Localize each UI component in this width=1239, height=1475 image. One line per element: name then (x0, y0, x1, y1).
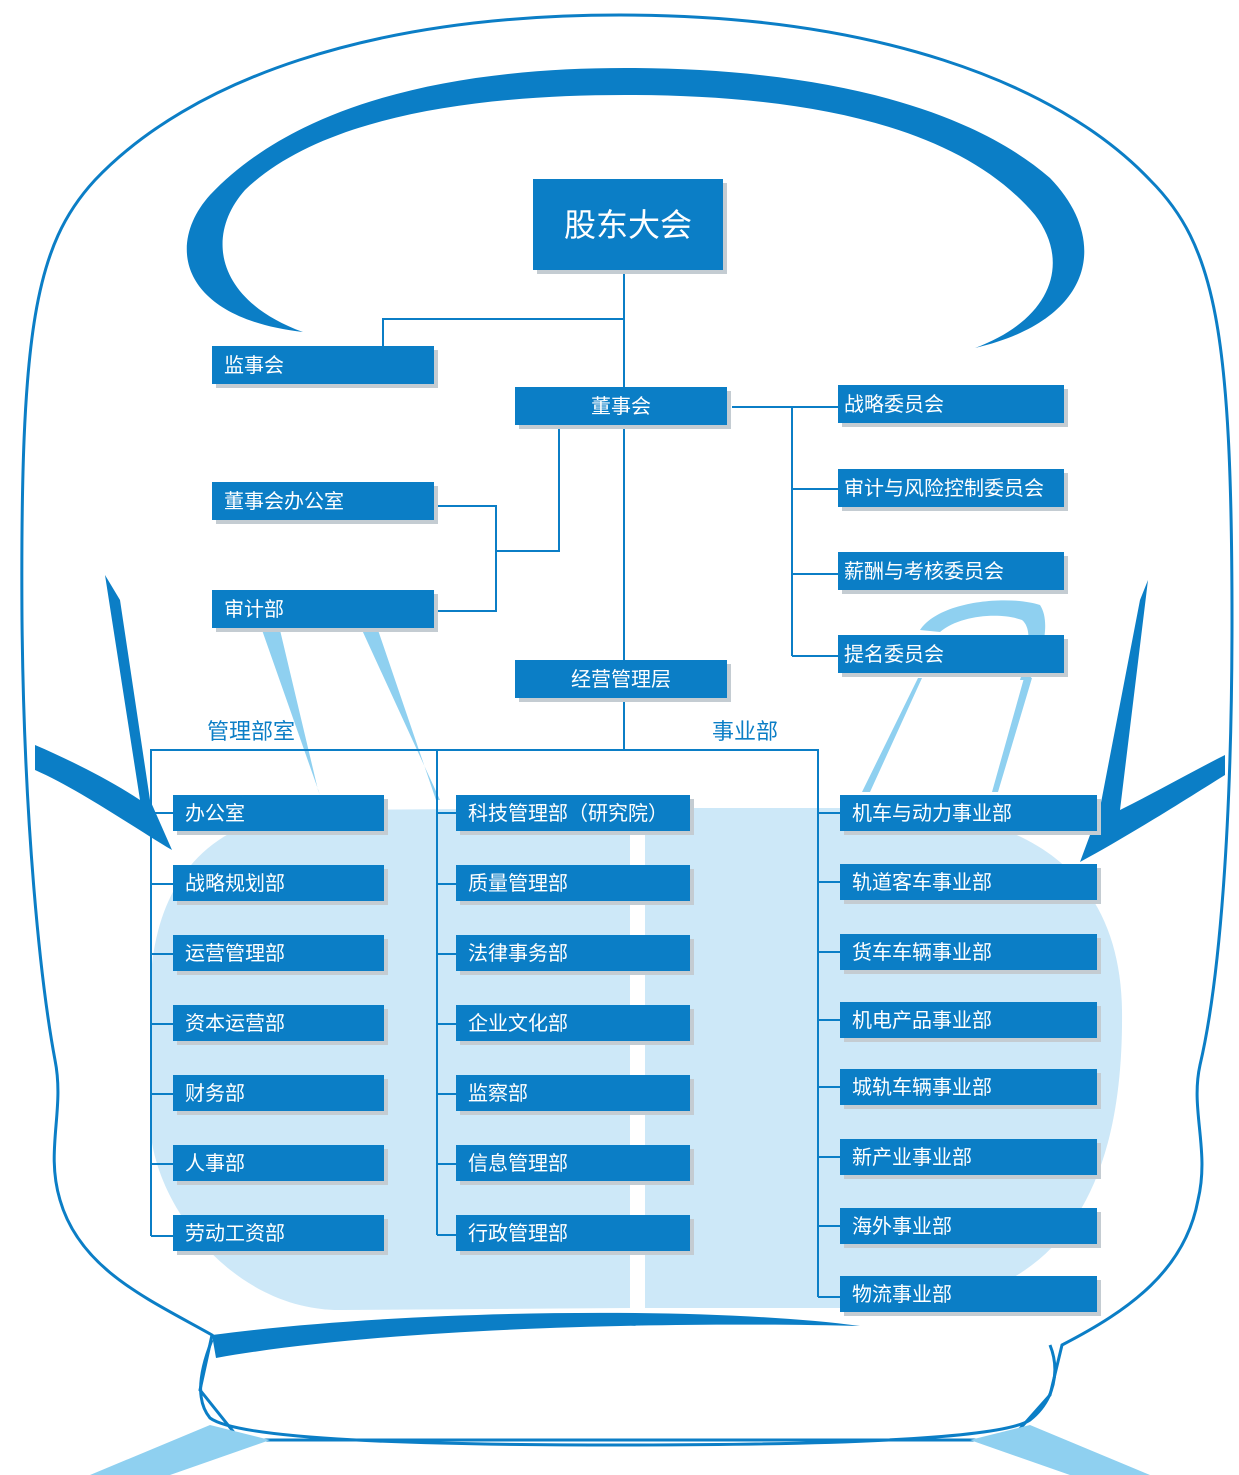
management-layer-box: 经营管理层 (515, 660, 727, 698)
business-unit-box: 城轨车辆事业部 (840, 1069, 1097, 1105)
right-hook-accent (920, 600, 1046, 680)
bumper-outline (199, 1339, 1057, 1447)
left-wiper-accent (262, 630, 440, 800)
bottom-left-rail (90, 1425, 270, 1475)
dept-box: 财务部 (173, 1075, 384, 1111)
right-side-fin (1080, 580, 1225, 862)
strategy-committee-box: 战略委员会 (838, 385, 1064, 423)
business-unit-box: 海外事业部 (840, 1208, 1097, 1244)
dept-box: 资本运营部 (173, 1005, 384, 1041)
management-depts-label: 管理部室 (207, 720, 296, 745)
dept-box: 战略规划部 (173, 865, 384, 901)
left-window-shape (150, 808, 630, 1310)
business-unit-box: 物流事业部 (840, 1276, 1097, 1312)
dept-box: 劳动工资部 (173, 1215, 384, 1251)
dept-box: 科技管理部（研究院） (456, 795, 690, 831)
bottom-right-rail (970, 1425, 1150, 1475)
shareholders-meeting-box: 股东大会 (533, 179, 723, 270)
board-of-directors-box: 董事会 (515, 387, 727, 425)
dept-box: 运营管理部 (173, 935, 384, 971)
business-unit-box: 新产业事业部 (840, 1139, 1097, 1175)
dept-box: 监察部 (456, 1075, 690, 1111)
compensation-committee-box: 薪酬与考核委员会 (838, 552, 1064, 590)
dept-box: 法律事务部 (456, 935, 690, 971)
bottom-band (212, 1312, 860, 1358)
dept-box: 行政管理部 (456, 1215, 690, 1251)
business-unit-box: 轨道客车事业部 (840, 864, 1097, 900)
dept-box: 企业文化部 (456, 1005, 690, 1041)
right-wiper-accent (862, 678, 1032, 792)
business-unit-box: 机电产品事业部 (840, 1002, 1097, 1038)
supervisory-board-box: 监事会 (212, 346, 434, 384)
board-office-box: 董事会办公室 (212, 482, 434, 520)
audit-department-box: 审计部 (212, 590, 434, 628)
business-units-label: 事业部 (712, 720, 779, 745)
dept-box: 办公室 (173, 795, 384, 831)
left-side-fin (35, 575, 172, 850)
business-unit-box: 货车车辆事业部 (840, 934, 1097, 970)
right-window-shape (645, 808, 1123, 1308)
nomination-committee-box: 提名委员会 (838, 635, 1064, 673)
dept-box: 人事部 (173, 1145, 384, 1181)
connector-lines (150, 270, 840, 1298)
audit-risk-committee-box: 审计与风险控制委员会 (838, 469, 1064, 507)
dept-box: 质量管理部 (456, 865, 690, 901)
business-unit-box: 机车与动力事业部 (840, 795, 1097, 831)
dept-box: 信息管理部 (456, 1145, 690, 1181)
